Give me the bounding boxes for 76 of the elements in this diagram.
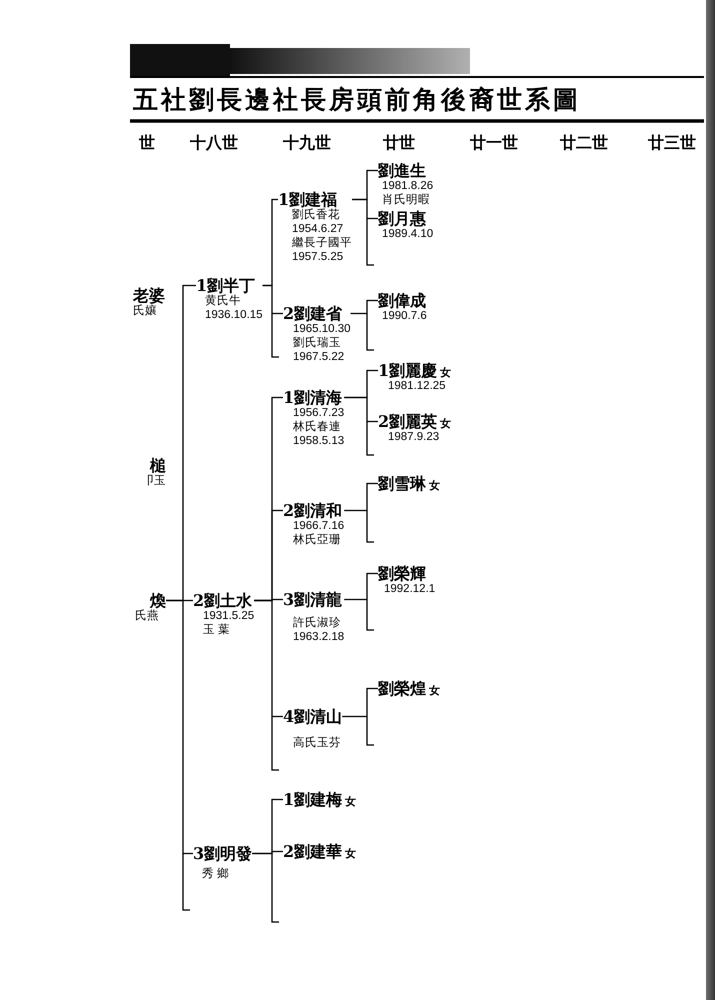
person-detail: 劉氏香花 [292,208,340,222]
gender-mark: 女 [440,417,452,430]
person-detail: 高氏玉芬 [293,736,341,750]
generation-label: 廿一世 [470,134,518,152]
person-detail: 秀 鄉 [202,867,230,881]
person-detail: 1990.7.6 [382,309,427,323]
person-detail: 肖氏明暇 [382,193,430,207]
person-detail: 許氏淑珍 [293,616,341,630]
person-detail: 1966.7.16 [293,519,344,533]
person-detail: 氏孃 [133,304,157,318]
person-detail: 1956.7.23 [293,406,344,420]
person-detail: 1981.12.25 [388,379,446,393]
person-detail: 1989.4.10 [382,227,434,241]
connector-line [344,572,378,600]
person-name: 2劉土水 [193,591,252,610]
connector-line [166,600,193,854]
gender-mark: 女 [440,366,452,379]
person-name: 4劉清山 [283,707,342,726]
person-detail: 1965.10.30 [293,322,351,336]
person-name: 劉月惠 [378,209,426,228]
person-name: 2劉建省 [283,304,342,323]
person-name: 1劉清海 [283,388,342,407]
person-detail: 1954.6.27 [292,222,344,236]
person-detail: 1992.12.1 [384,582,436,596]
person-detail: 1936.10.15 [205,308,263,322]
person-detail: 1963.2.18 [293,630,344,644]
person-detail: 林氏亞珊 [293,533,341,547]
connector-line [342,688,378,718]
person-detail: 玉 葉 [203,623,230,637]
person-name: 3劉明發 [193,844,252,863]
person-detail: 1981.8.26 [382,179,434,193]
person-detail: 黄氏牛 [205,294,241,308]
person-detail: 1967.5.22 [293,350,344,364]
connector-line [252,850,283,854]
generation-label: 世 [139,134,155,152]
person-detail: 氏燕 [135,609,159,623]
generation-label: 廿三世 [648,134,696,152]
connector-line [262,284,283,314]
gender-mark: 女 [429,479,440,492]
gender-mark: 女 [345,795,356,808]
person-name: 劉偉成 [378,291,426,310]
person-name: 劉進生 [378,161,426,180]
connector-line [350,300,378,314]
person-name: 1劉建福 [278,190,338,209]
person-name: 2劉清和 [283,501,342,520]
person-detail: 1958.5.13 [293,434,344,448]
person-name: 1劉半丁 [196,276,256,295]
person-name: 劉榮輝 [378,564,426,583]
person-detail: 林氏春連 [293,420,341,434]
generation-label: 十八世 [190,134,238,152]
person-detail: 劉氏瑞玉 [293,336,341,350]
person-name: 槌 [150,456,166,475]
generation-label: 廿世 [383,134,415,152]
chart-title: 五社劉長邊社長房頭前角後裔世系圖 [133,85,581,115]
person-name: 3劉清龍 [283,590,342,609]
generation-label: 廿二世 [560,134,608,152]
person-name: 劉榮煌 [378,679,426,698]
person-detail: 1987.9.23 [388,430,440,444]
gender-mark: 女 [429,684,440,697]
person-name: 劉雪琳 [378,474,426,493]
gender-mark: 女 [345,847,356,860]
connector-line [344,482,378,512]
person-name: 1劉麗慶 [378,361,438,380]
connector-line [254,600,283,718]
person-name: 煥 [150,591,166,610]
person-detail: 卩玉 [142,474,166,488]
generation-label: 十九世 [283,134,331,152]
person-detail: 繼長子國平 [292,236,352,250]
person-detail: 1957.5.25 [292,250,344,264]
person-name: 1劉建梅 [283,790,342,809]
connector-line [352,198,378,220]
person-name: 老婆 [133,286,165,305]
person-detail: 1931.5.25 [203,609,254,623]
person-name: 2劉麗英 [378,412,438,431]
connector-line [344,396,378,422]
person-name: 2劉建華 [283,842,342,861]
